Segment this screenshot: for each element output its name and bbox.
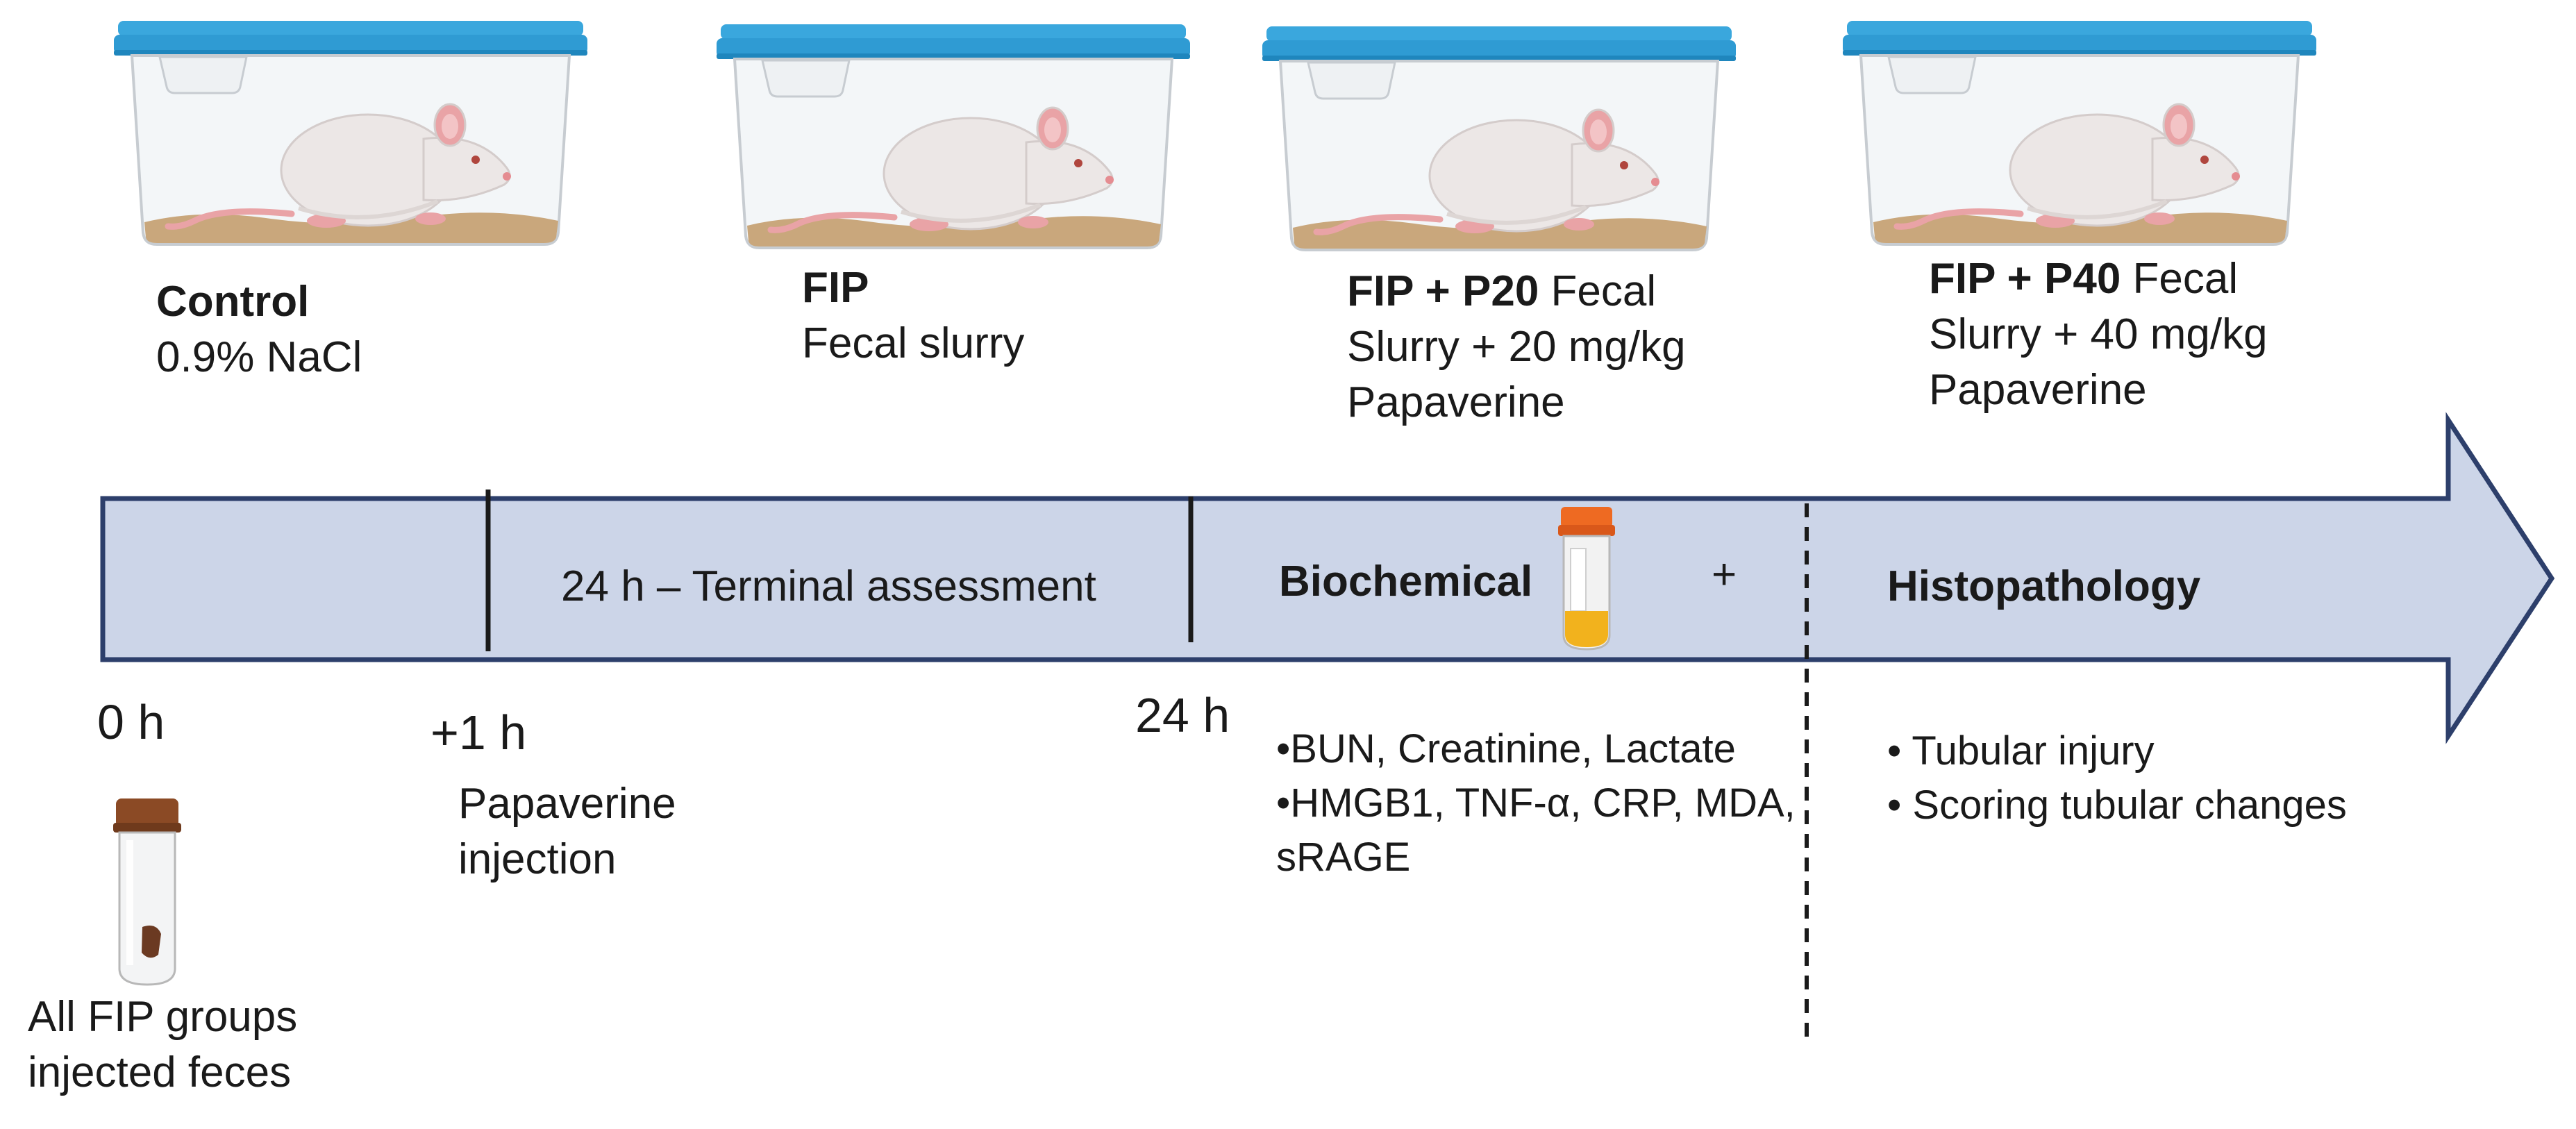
group-fip-p40: FIP + P40 Fecal Slurry + 40 mg/kg Papave… [1929, 251, 2268, 418]
rat-cage-icon [717, 24, 1190, 248]
plus-sign: + [1712, 551, 1737, 599]
timepoint-1h: +1 h [430, 705, 527, 760]
timepoint-0h: 0 h [97, 695, 165, 749]
event-papaverine-line1: Papaverine [458, 780, 676, 828]
group-fip-p20-title: FIP + P20 [1347, 267, 1539, 315]
event-feces-line1: All FIP groups [28, 993, 298, 1041]
assessment-label: 24 h – Terminal assessment [561, 562, 1096, 610]
event-feces: All FIP groups injected feces [28, 989, 297, 1101]
urine-tube-icon [1558, 507, 1615, 651]
group-fip-p20-line3: Papaverine [1347, 378, 1565, 426]
group-fip-p40-line1: Fecal [2132, 255, 2239, 303]
biochemical-item: •BUN, Creatinine, Lactate [1276, 726, 1736, 771]
rat-cage-icon [1262, 26, 1736, 250]
event-papaverine-line2: injection [458, 835, 617, 883]
histopathology-list: • Tubular injury • Scoring tubular chang… [1887, 724, 2347, 833]
group-fip: FIP Fecal slurry [802, 260, 1024, 371]
group-fip-title: FIP [802, 264, 869, 312]
histopathology-label: Histopathology [1887, 562, 2201, 610]
biochemical-label: Biochemical [1279, 558, 1533, 605]
group-fip-p40-line3: Papaverine [1929, 366, 2147, 414]
rat-cage-icon [1843, 21, 2316, 244]
biochemical-item: •HMGB1, TNF-α, CRP, MDA, [1276, 780, 1796, 826]
group-fip-p20-line2: Slurry + 20 mg/kg [1347, 323, 1686, 371]
group-fip-p20: FIP + P20 Fecal Slurry + 20 mg/kg Papave… [1347, 264, 1686, 430]
group-fip-p20-line1: Fecal [1550, 267, 1657, 315]
group-fip-p40-title: FIP + P40 [1929, 255, 2121, 303]
group-control-title: Control [156, 278, 310, 326]
timepoint-24h: 24 h [1135, 688, 1230, 742]
histopathology-item: • Tubular injury [1887, 728, 2155, 773]
biochemical-item: sRAGE [1276, 835, 1411, 880]
group-control-desc: 0.9% NaCl [156, 333, 362, 381]
timeline-arrow [100, 412, 2555, 744]
histopathology-item: • Scoring tubular changes [1887, 783, 2347, 828]
biochemical-list: •BUN, Creatinine, Lactate •HMGB1, TNF-α,… [1276, 722, 1796, 885]
rat-cage-icon [114, 21, 587, 244]
group-control: Control 0.9% NaCl [156, 274, 362, 385]
feces-tube-icon [113, 798, 181, 986]
group-fip-desc: Fecal slurry [802, 319, 1025, 367]
group-fip-p40-line2: Slurry + 40 mg/kg [1929, 310, 2268, 358]
event-papaverine: Papaverine injection [458, 776, 676, 887]
event-feces-line2: injected feces [28, 1048, 292, 1096]
